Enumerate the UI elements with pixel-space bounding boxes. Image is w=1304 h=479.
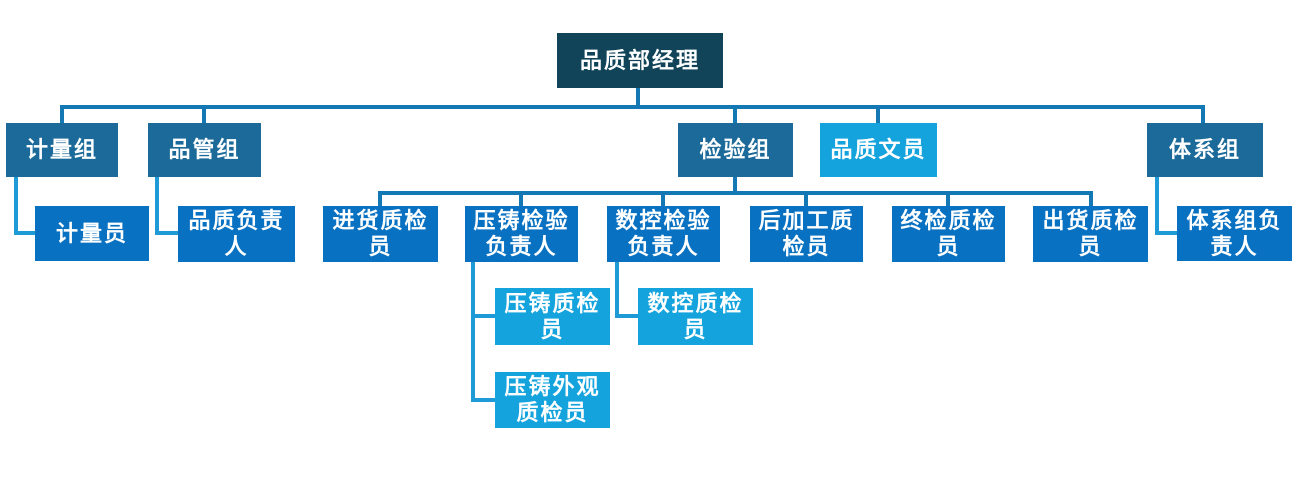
- org-node-incoming-qc-inspector: 进货质检员: [323, 206, 438, 262]
- connector-stub-inspection: [733, 105, 737, 123]
- org-node-quality-dept-manager: 品质部经理: [557, 33, 723, 88]
- org-node-cnc-inspection-lead: 数控检验负责人: [607, 206, 720, 262]
- elbow-metrology-horizontal: [14, 231, 35, 235]
- org-node-metrology-staff: 计量员: [35, 206, 149, 261]
- elbow-qc-group-vertical: [155, 177, 159, 235]
- org-node-diecast-inspection-lead: 压铸检验负责人: [465, 206, 578, 262]
- elbow-diecast-visual-horizontal: [471, 398, 495, 402]
- elbow-system-group-horizontal: [1155, 231, 1177, 235]
- elbow-qc-group-horizontal: [155, 231, 178, 235]
- elbow-diecast-vertical: [471, 262, 475, 402]
- connector-stub-incoming-qc: [378, 191, 382, 206]
- org-node-system-group: 体系组: [1147, 123, 1263, 177]
- org-node-final-qc-inspector: 终检质检员: [892, 206, 1005, 262]
- org-node-inspection-group: 检验组: [678, 123, 793, 177]
- connector-stub-quality-clerk: [876, 105, 880, 123]
- org-node-diecast-qc-inspector: 压铸质检员: [495, 288, 610, 345]
- connector-stub-cnc-lead: [661, 191, 665, 206]
- connector-stub-diecast-lead: [519, 191, 523, 206]
- org-node-quality-lead: 品质负责人: [178, 206, 295, 262]
- connector-stub-system-group: [1201, 105, 1205, 123]
- connector-manager-riser: [636, 88, 640, 107]
- connector-inspection-riser: [733, 177, 737, 195]
- org-node-diecast-visual-qc-inspector: 压铸外观质检员: [495, 372, 610, 428]
- org-node-system-group-lead: 体系组负责人: [1177, 206, 1292, 261]
- connector-level2-horizontal: [60, 105, 1205, 109]
- elbow-metrology-vertical: [14, 177, 18, 235]
- elbow-cnc-vertical: [615, 262, 619, 318]
- connector-stub-qc-group: [202, 105, 206, 123]
- org-node-quality-control-group: 品管组: [148, 123, 261, 177]
- connector-level3-horizontal: [378, 191, 1093, 195]
- org-node-shipping-qc-inspector: 出货质检员: [1033, 206, 1148, 262]
- connector-stub-final-qc: [946, 191, 950, 206]
- elbow-cnc-qc-horizontal: [615, 314, 638, 318]
- org-node-quality-clerk: 品质文员: [820, 123, 937, 177]
- org-node-postprocess-qc-inspector: 后加工质检员: [750, 206, 863, 262]
- elbow-system-group-vertical: [1155, 177, 1159, 235]
- connector-stub-metrology: [60, 105, 64, 123]
- org-node-metrology-group: 计量组: [6, 123, 118, 177]
- org-node-cnc-qc-inspector: 数控质检员: [638, 288, 753, 345]
- connector-stub-shipping-qc: [1089, 191, 1093, 206]
- connector-stub-postprocess-qc: [804, 191, 808, 206]
- elbow-diecast-qc-horizontal: [471, 314, 495, 318]
